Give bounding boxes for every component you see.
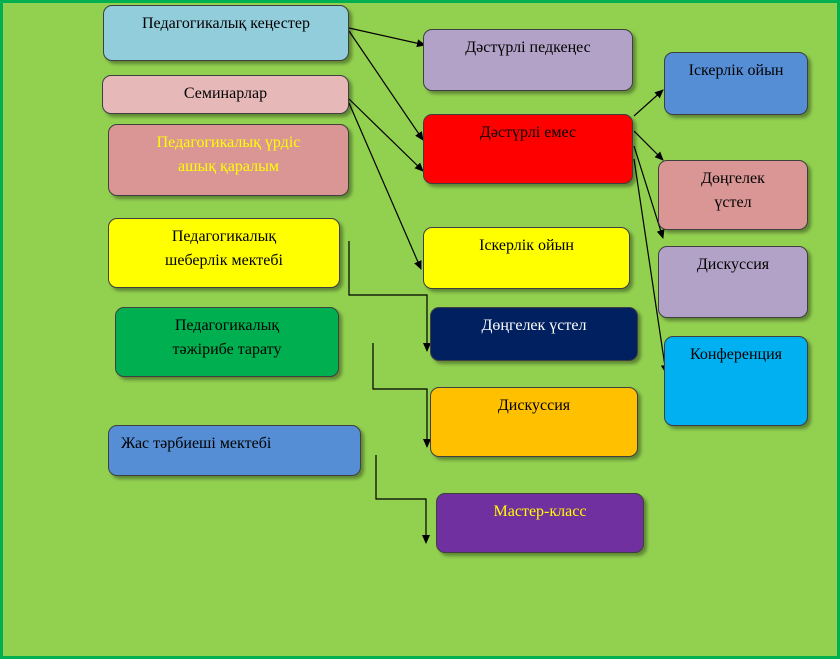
arrow-young-to-master-class [375, 455, 430, 544]
box-conference: Конференция [664, 336, 808, 426]
box-round-table-mid: Дөңгелек үстел [430, 307, 638, 361]
arrow-seminars-to-business-game [348, 102, 422, 270]
arrow-councils-to-traditional [348, 27, 426, 48]
arrow-nontraditional-to-conference [633, 158, 669, 374]
arrow-experience-to-discussion [372, 343, 431, 448]
box-label: Педагогикалық кеңестер [142, 15, 310, 32]
box-label: Мастер-класс [493, 503, 587, 520]
box-business-game-right: Іскерлік ойын [664, 52, 808, 115]
box-label: Дәстүрлі емес [479, 124, 577, 141]
arrow-nontraditional-to-round-table [633, 130, 664, 161]
box-open-view: Педагогикалық үрдіс ашық қаралым [108, 124, 349, 196]
box-experience-share: Педагогикалық тәжірибе тарату [115, 307, 339, 377]
box-young-teacher: Жас тәрбиеші мектебі [108, 425, 361, 476]
box-non-traditional: Дәстүрлі емес [423, 114, 633, 184]
box-label: Жас тәрбиеші мектебі [121, 435, 272, 452]
arrow-seminars-to-nontraditional [348, 98, 424, 172]
box-discussion-mid: Дискуссия [430, 387, 638, 457]
box-label: Педагогикалық шеберлік мектебі [165, 228, 283, 269]
box-label: Дискуссия [696, 256, 770, 273]
box-label: Дөңгелек үстел [701, 170, 765, 211]
box-traditional: Дәстүрлі педкеңес [423, 29, 633, 91]
box-label: Дискуссия [497, 397, 571, 414]
box-label: Семинарлар [183, 85, 268, 102]
box-ped-councils: Педагогикалық кеңестер [103, 5, 349, 61]
box-label: Дөңгелек үстел [481, 317, 587, 334]
box-master-class: Мастер-класс [436, 493, 644, 553]
arrow-mastery-to-round-table [348, 241, 431, 352]
box-seminars: Семинарлар [102, 75, 349, 114]
box-label: Педагогикалық тәжірибе тарату [172, 317, 282, 358]
box-round-table-right: Дөңгелек үстел [658, 160, 808, 230]
box-mastery-school: Педагогикалық шеберлік мектебі [108, 218, 340, 288]
box-label: Конференция [689, 346, 783, 363]
box-discussion-right: Дискуссия [658, 246, 808, 318]
box-label: Дәстүрлі педкеңес [465, 39, 591, 56]
box-label: Іскерлік ойын [688, 62, 784, 79]
arrow-councils-to-nontraditional [348, 30, 424, 141]
box-business-game-mid: Іскерлік ойын [423, 227, 630, 289]
box-label: Педагогикалық үрдіс ашық қаралым [156, 134, 301, 175]
box-label: Іскерлік ойын [479, 237, 574, 254]
arrow-nontraditional-to-business-game [633, 89, 664, 117]
